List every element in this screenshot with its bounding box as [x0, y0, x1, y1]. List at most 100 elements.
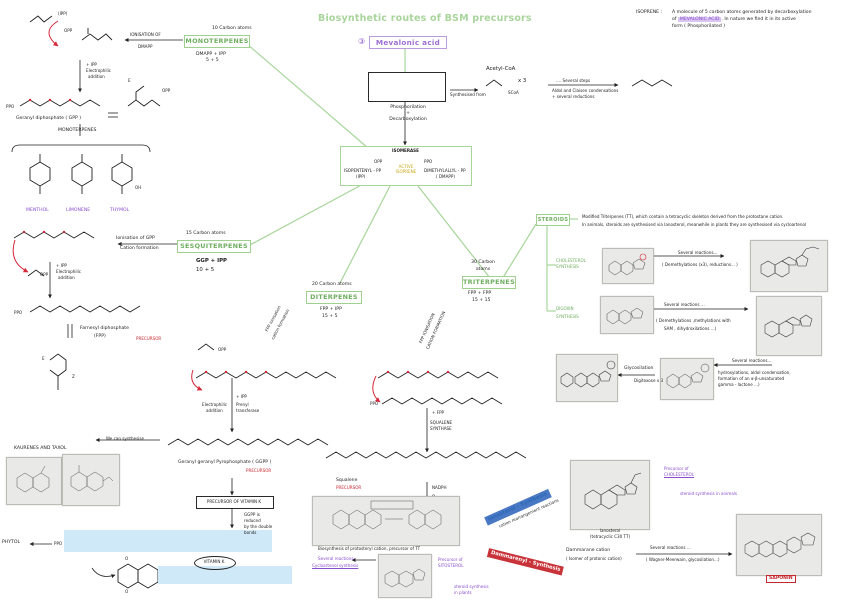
sesqui-sum: 10 + 5	[196, 267, 215, 273]
taxol-photo	[62, 454, 120, 506]
squalene-precursor: PRECURSOR	[336, 485, 362, 490]
sr-several-reactions: Several reactions...	[732, 358, 772, 363]
phytol-ppo: PPO	[54, 541, 63, 546]
cholesterol-synthesis-label1: CHOLESTEROL	[556, 258, 587, 263]
page-title: Biosynthetic routes of BSM precursors	[318, 13, 532, 24]
tri-sum: 15 + 15	[472, 298, 491, 303]
vitamin-k-oval	[194, 556, 236, 570]
sesqui-electrophilic: Electrophilic	[56, 269, 82, 274]
vitamin-k-precursor-box	[196, 496, 274, 509]
nadph-label: NADPH	[432, 485, 447, 490]
dammarane-cation: Dammarane cation	[566, 548, 611, 553]
fpp-abbr: (FPP)	[94, 334, 106, 339]
tri-ppo: PPO	[370, 401, 379, 406]
ipp-abbr: (IPP)	[356, 174, 366, 179]
phytol-label: PHYTOL	[2, 540, 21, 545]
digoxin-intermediate-photo	[600, 296, 654, 334]
mevalonic-structure-box	[368, 72, 446, 102]
scheme-caption: Biosynthesis of protosteryl cation, prec…	[318, 546, 421, 551]
thymol-oh: OH	[135, 185, 142, 190]
tri-formula: FPP + FPP	[468, 291, 492, 296]
vitk-o-bottom: O	[125, 589, 129, 594]
triterpenes-box: TRITERPENES	[462, 276, 516, 289]
kaurenes-label: KAURENES AND TAXOL	[14, 446, 67, 451]
monoterpenes-box: MONOTERPENES	[184, 35, 250, 48]
saponin-label: SAPONIN	[766, 575, 796, 583]
tri-carbons2: atoms	[475, 267, 491, 272]
mono-add-ipp: + IPP	[86, 62, 97, 67]
di-addition: addition	[206, 408, 223, 413]
active-isoprene-box	[340, 146, 472, 186]
ggpp-note3: by the double	[244, 524, 273, 529]
active-isoprene-label: ACTIVE ISOPRENE	[395, 164, 417, 175]
sesqui-add-ipp: + IPP	[56, 263, 67, 268]
mevalonic-number: ③	[358, 37, 366, 46]
ggpp-note4: bonds	[244, 530, 257, 535]
dammarane-isomer: ( Isomer of protonic cation)	[566, 556, 622, 561]
isoprene-line1: A molecule of 5 carbon atoms generated b…	[672, 10, 812, 15]
sesqui-cation: Cation formation	[120, 246, 159, 251]
mono-subhead: MONOTERPENES	[58, 128, 97, 133]
lanosterol-caption2: (tetracyclic C30 TT)	[589, 534, 631, 539]
we-can-synthesise: We can synthesise	[106, 436, 145, 441]
chol-detail: ( Demethylations (x3), reductions... )	[662, 262, 738, 267]
squalene-synthase1: SQUALENE	[430, 420, 453, 425]
isoprene-label: ISOPRENE :	[636, 10, 663, 15]
plant-steroid-line2: in plants	[454, 590, 472, 595]
digoxin-photo	[556, 354, 618, 402]
phosphorilation: Phosphorilation	[390, 105, 426, 110]
vitamin-k-chain-highlight	[158, 566, 292, 584]
digoxin-label1: DIGOXIN	[556, 306, 574, 311]
sesquiterpenes-box: SESQUITERPENES	[177, 240, 251, 253]
sesqui-opp: OPP	[40, 272, 49, 277]
sitosterol-line1: Precursor of	[438, 557, 463, 562]
scoa: SCoA	[508, 90, 519, 95]
ggpp-label: Geranyl geranyl Pyrophosphate ( GGPP )	[178, 460, 272, 465]
dmapp-ppo: PPO	[424, 159, 433, 164]
digoxin-label2: SYNTHESIS	[556, 314, 579, 319]
acetyl-coa: Acetyl-CoA	[486, 66, 516, 72]
menthol-label: MENTHOL	[26, 208, 49, 213]
saponin-photo	[736, 514, 822, 576]
sr-detail1: hydroxylations, aldol condensation,	[718, 370, 791, 375]
di-formula: FPP + IPP	[320, 307, 342, 312]
isoprene-line3: form ( Phosphorilated )	[672, 24, 725, 29]
isoprene-line2: of MEVALONIC ACID. In nature we find it …	[672, 17, 796, 22]
mono-sum: 5 + 5	[206, 58, 219, 63]
di-prenyl: Prenyl	[236, 402, 249, 407]
ipp-name: ISOPENTENYL - PP	[344, 168, 382, 173]
steroids-definition2: In animals, steroids are synthesised via…	[582, 222, 807, 227]
mevalonic-highlight: MEVALONIC ACID	[677, 17, 722, 22]
phytol-chain-highlight	[64, 530, 272, 552]
glycosilation-label: Glycosilation	[624, 366, 654, 371]
di-add-ipp: + IPP	[236, 394, 247, 399]
mono-ionisation: IONISATION OF	[130, 32, 161, 37]
green-connectors	[246, 43, 578, 312]
mono-ionisation-dmapp: DMAPP	[138, 44, 153, 49]
ggpp-note2: reduced	[244, 518, 261, 523]
tri-carbons1: 30 Carbon	[471, 260, 495, 265]
di-electrophilic: Electrophilic	[202, 402, 228, 407]
dmapp-name: DIMETHYLALLYL - PP	[424, 168, 466, 173]
mono-ipp-label: (IPP)	[58, 11, 68, 16]
digoxin-several-reactions: Several reactions ...	[664, 302, 705, 307]
tri-add-fpp: + FPP	[432, 410, 445, 415]
electron-arrows	[12, 20, 381, 403]
mevalonic-acid-box: Mevalonic acid	[369, 36, 447, 49]
plant-steroid-line1: steroid synthesis	[454, 584, 489, 589]
lanosterol-photo	[570, 460, 650, 530]
fpp-ppo: PPO	[14, 310, 23, 315]
cholesterol-synthesis-label2: SYNTHESIS	[556, 264, 579, 269]
di-carbons: 20 Carbon atoms	[312, 282, 352, 287]
ipp-opp: OPP	[374, 159, 383, 164]
mono-carbons: 10 Carbon atoms	[212, 26, 252, 31]
several-steps: .... Several steps	[556, 78, 591, 83]
synthesised-from: Synthesised from	[450, 92, 486, 97]
mono-formula: DMAPP + IPP	[196, 52, 226, 57]
gpp-opp: OPP	[162, 88, 171, 93]
cyclo-several: Several reactions...	[318, 556, 358, 561]
squalene-label: Squalene	[336, 478, 358, 483]
fpp-z: Z	[72, 374, 75, 379]
decarboxylation: Decarboxylation	[389, 117, 427, 122]
mono-addition: addition	[88, 74, 105, 79]
